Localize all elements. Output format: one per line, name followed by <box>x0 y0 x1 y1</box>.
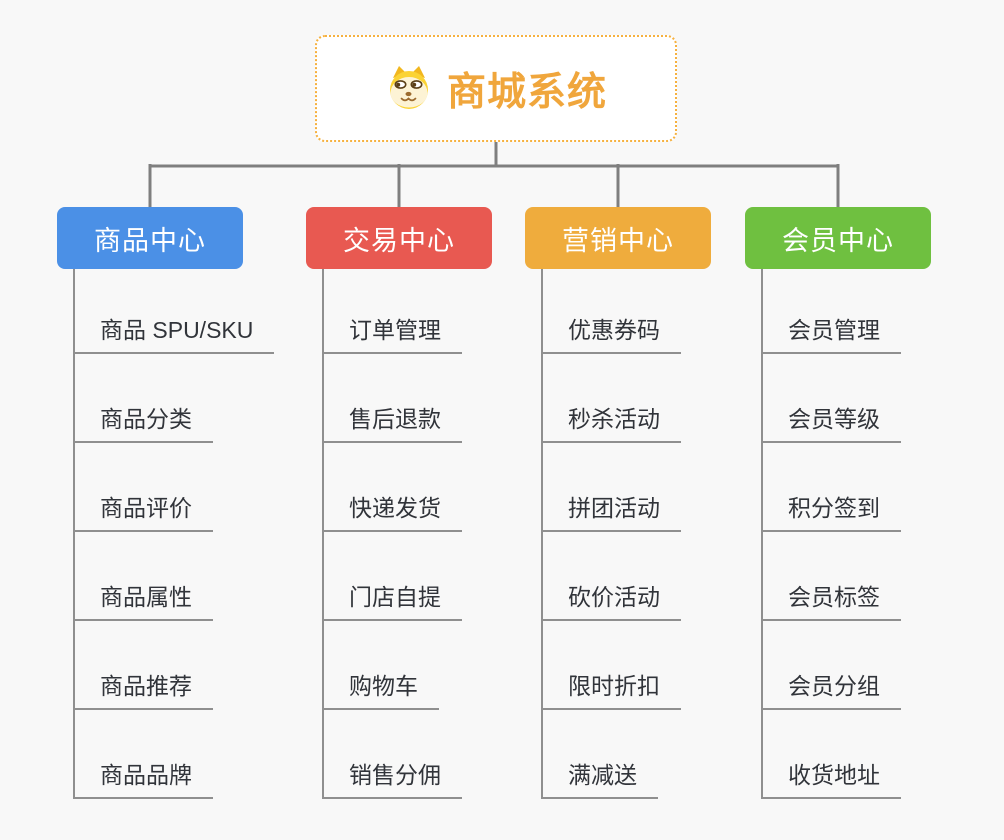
leaf-topic-node[interactable]: 拼团活动 <box>541 489 681 532</box>
leaf-row: 订单管理 <box>322 269 562 354</box>
leaf-row: 商品分类 <box>73 354 313 443</box>
leaf-row: 销售分佣 <box>322 710 562 799</box>
branch-node-1[interactable]: 交易中心 <box>306 207 492 269</box>
leaf-topic-node[interactable]: 限时折扣 <box>541 667 681 710</box>
leaf-topic-node[interactable]: 快递发货 <box>322 489 462 532</box>
leaf-column-2: 优惠券码秒杀活动拼团活动砍价活动限时折扣满减送 <box>541 269 781 799</box>
leaf-row: 秒杀活动 <box>541 354 781 443</box>
leaf-topic-node[interactable]: 积分签到 <box>761 489 901 532</box>
leaf-row: 满减送 <box>541 710 781 799</box>
leaf-row: 会员分组 <box>761 621 1001 710</box>
leaf-row: 限时折扣 <box>541 621 781 710</box>
leaf-topic-node[interactable]: 商品分类 <box>73 400 213 443</box>
leaf-topic-node[interactable]: 会员分组 <box>761 667 901 710</box>
leaf-column-0: 商品 SPU/SKU 商品分类商品评价商品属性商品推荐商品品牌 <box>73 269 313 799</box>
leaf-row: 售后退款 <box>322 354 562 443</box>
leaf-row: 商品 SPU/SKU <box>73 269 313 354</box>
leaf-column-1: 订单管理售后退款快递发货门店自提购物车销售分佣 <box>322 269 562 799</box>
leaf-topic-node[interactable]: 商品评价 <box>73 489 213 532</box>
leaf-column-3: 会员管理会员等级积分签到会员标签会员分组收货地址 <box>761 269 1001 799</box>
leaf-topic-node[interactable]: 会员标签 <box>761 578 901 621</box>
leaf-topic-node[interactable]: 收货地址 <box>761 756 901 799</box>
leaf-topic-node[interactable]: 会员等级 <box>761 400 901 443</box>
leaf-topic-node[interactable]: 购物车 <box>322 667 439 710</box>
leaf-row: 商品品牌 <box>73 710 313 799</box>
branch-node-3[interactable]: 会员中心 <box>745 207 931 269</box>
leaf-topic-node[interactable]: 销售分佣 <box>322 756 462 799</box>
leaf-topic-node[interactable]: 商品属性 <box>73 578 213 621</box>
leaf-topic-node[interactable]: 秒杀活动 <box>541 400 681 443</box>
leaf-row: 快递发货 <box>322 443 562 532</box>
leaf-row: 收货地址 <box>761 710 1001 799</box>
leaf-row: 商品评价 <box>73 443 313 532</box>
leaf-topic-node[interactable]: 满减送 <box>541 756 658 799</box>
leaf-topic-node[interactable]: 订单管理 <box>322 311 462 354</box>
leaf-row: 积分签到 <box>761 443 1001 532</box>
leaf-row: 拼团活动 <box>541 443 781 532</box>
leaf-topic-node[interactable]: 门店自提 <box>322 578 462 621</box>
dog-face-icon <box>389 65 428 109</box>
root-topic-title: 商城系统 <box>446 70 607 114</box>
root-topic-node[interactable]: 商城系统 <box>315 35 677 142</box>
leaf-row: 会员管理 <box>761 269 1001 354</box>
leaf-topic-node[interactable]: 售后退款 <box>322 400 462 443</box>
leaf-topic-node[interactable]: 商品 SPU/SKU <box>73 311 275 354</box>
branch-node-2[interactable]: 营销中心 <box>525 207 711 269</box>
leaf-row: 商品推荐 <box>73 621 313 710</box>
leaf-row: 商品属性 <box>73 532 313 621</box>
leaf-topic-node[interactable]: 砍价活动 <box>541 578 681 621</box>
leaf-row: 会员标签 <box>761 532 1001 621</box>
leaf-row: 砍价活动 <box>541 532 781 621</box>
leaf-topic-node[interactable]: 会员管理 <box>761 311 901 354</box>
branch-node-0[interactable]: 商品中心 <box>57 207 243 269</box>
leaf-topic-node[interactable]: 商品品牌 <box>73 756 213 799</box>
leaf-topic-node[interactable]: 商品推荐 <box>73 667 213 710</box>
leaf-row: 购物车 <box>322 621 562 710</box>
leaf-topic-node[interactable]: 优惠券码 <box>541 311 681 354</box>
leaf-row: 优惠券码 <box>541 269 781 354</box>
leaf-row: 会员等级 <box>761 354 1001 443</box>
leaf-row: 门店自提 <box>322 532 562 621</box>
